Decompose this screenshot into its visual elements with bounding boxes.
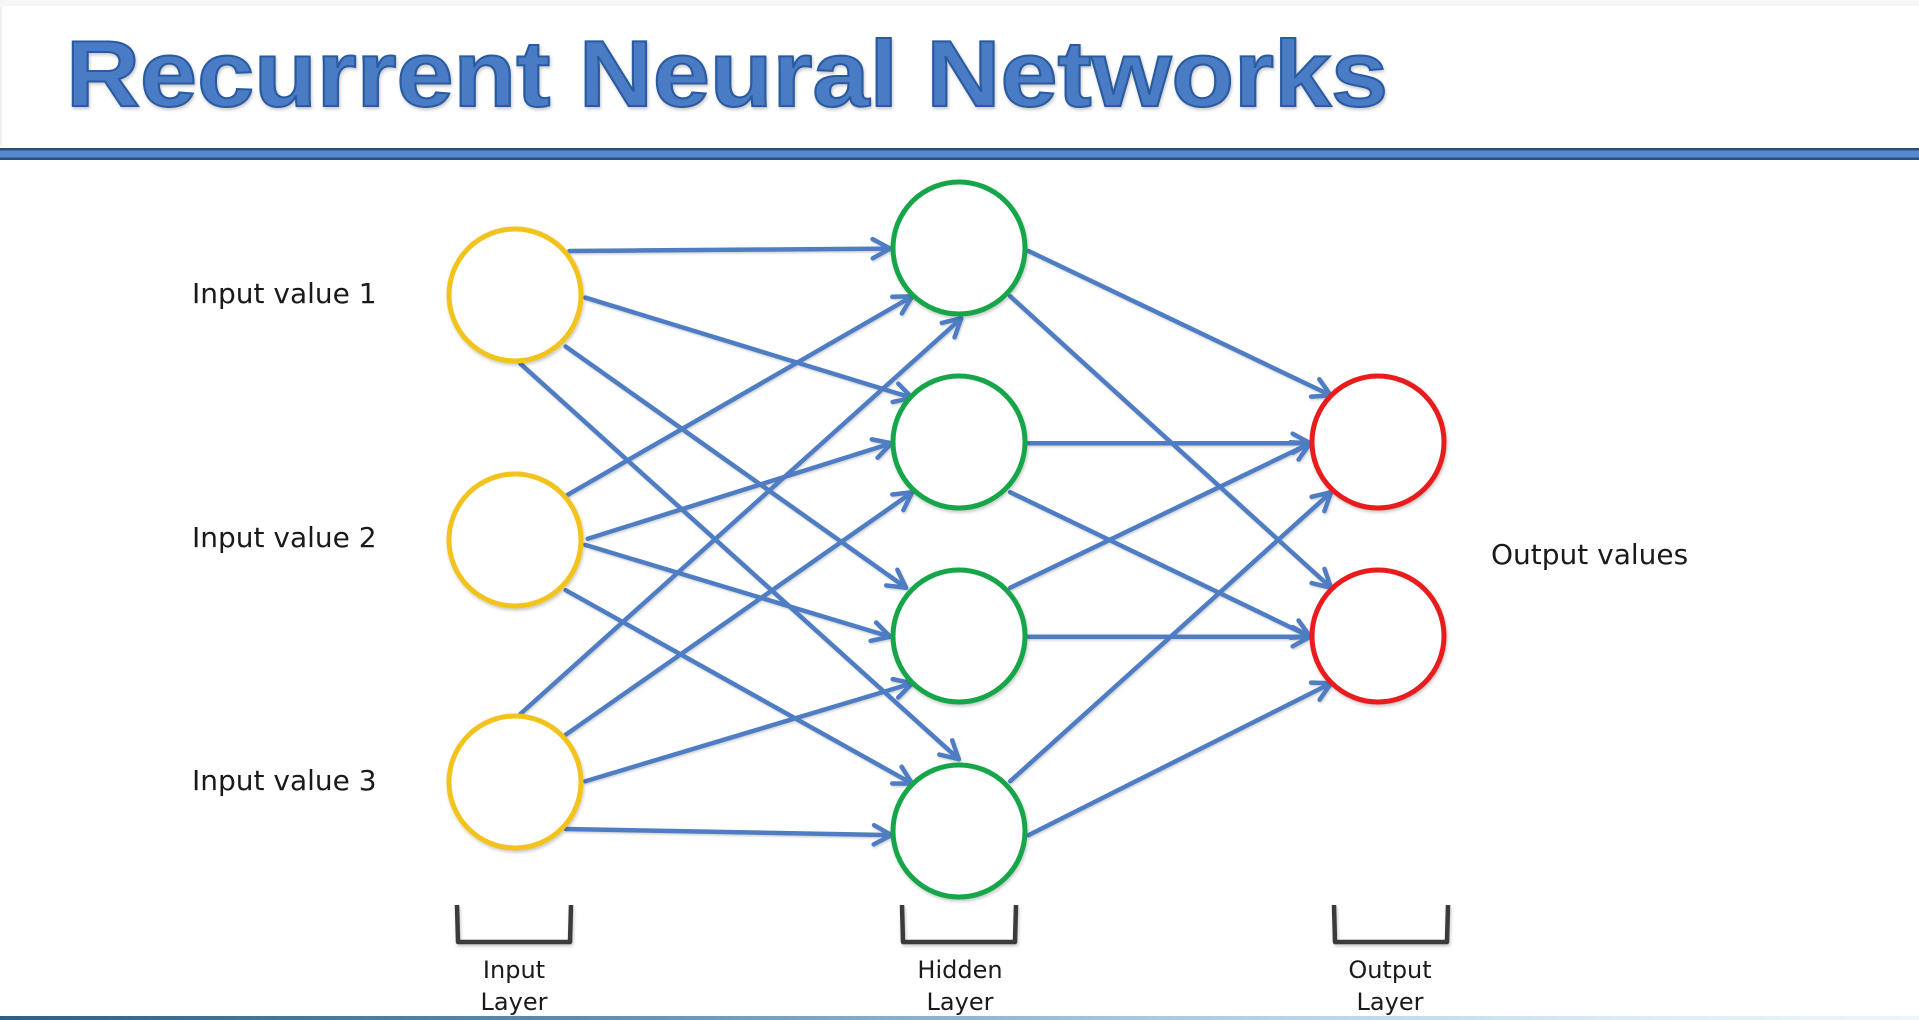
connection-line — [583, 681, 915, 784]
arrowhead-icon — [939, 316, 964, 340]
input-node-2 — [446, 471, 584, 609]
connection-line — [583, 295, 915, 401]
hidden-node-2 — [890, 373, 1028, 511]
connection-input-2-to-hidden-1 — [563, 294, 915, 499]
connection-line — [518, 361, 962, 762]
connection-line — [1007, 441, 1313, 591]
connection-input-3-to-hidden-2 — [563, 489, 915, 737]
connection-hidden-2-to-output-1 — [1026, 431, 1313, 456]
hidden-node-1 — [890, 179, 1028, 317]
connection-line — [563, 826, 894, 838]
nodes — [446, 179, 1447, 900]
arrowhead-icon — [890, 489, 915, 513]
bottom-progress-strip — [0, 1016, 1919, 1020]
connection-line — [1026, 248, 1334, 398]
connection-line — [563, 294, 915, 499]
input-label-2: Input value 2 — [192, 521, 377, 554]
connection-input-1-to-hidden-4 — [518, 361, 962, 762]
connection-hidden-4-to-output-2 — [1026, 680, 1334, 838]
connection-input-3-to-hidden-1 — [518, 316, 964, 717]
connection-line — [1007, 489, 1334, 784]
connection-input-1-to-hidden-2 — [583, 295, 915, 405]
output-node-2 — [1309, 567, 1447, 705]
output-layer-caption-line1: Output — [1348, 956, 1431, 984]
connection-line — [563, 489, 915, 737]
connection-line — [563, 587, 915, 786]
arrowhead-icon — [937, 738, 962, 762]
input-label-1: Input value 1 — [192, 277, 377, 310]
connection-line — [567, 246, 893, 254]
connection-input-3-to-hidden-4 — [563, 822, 894, 847]
divider-inner — [0, 150, 1919, 158]
output-node-1 — [1309, 373, 1447, 511]
connection-line — [518, 316, 964, 717]
title-divider — [0, 148, 1919, 160]
left-border — [0, 6, 2, 146]
input-node-3 — [446, 713, 584, 851]
arrowhead-icon — [868, 620, 893, 644]
connection-input-1-to-hidden-3 — [563, 344, 909, 591]
top-border — [0, 0, 1919, 6]
connection-line — [585, 441, 894, 542]
hidden-layer-bracket — [899, 904, 1019, 945]
connection-hidden-4-to-output-1 — [1007, 489, 1334, 784]
hidden-node-3 — [890, 567, 1028, 705]
input-layer-caption-line1: Input — [483, 956, 545, 984]
connection-input-2-to-hidden-3 — [583, 542, 893, 644]
connection-input-2-to-hidden-2 — [585, 437, 894, 542]
input-layer-caption-line2: Layer — [481, 988, 548, 1016]
hidden-node-4 — [890, 762, 1028, 900]
connection-line — [1026, 681, 1334, 838]
input-layer-bracket — [454, 904, 574, 945]
connection-hidden-1-to-output-1 — [1026, 248, 1334, 399]
arrowhead-icon — [1309, 489, 1334, 514]
connections — [518, 236, 1334, 847]
output-layer-bracket — [1331, 904, 1451, 945]
arrowhead-icon — [884, 567, 909, 591]
output-values-label: Output values — [1491, 538, 1688, 571]
page-title: Recurrent Neural Networks — [66, 21, 1388, 126]
hidden-layer-caption-line2: Layer — [927, 988, 994, 1016]
connection-line — [1007, 489, 1313, 639]
connection-line — [583, 542, 893, 639]
output-layer-caption-line2: Layer — [1357, 988, 1424, 1016]
connection-line — [563, 344, 909, 591]
connection-input-2-to-hidden-4 — [563, 587, 915, 786]
hidden-layer-caption-line1: Hidden — [917, 956, 1002, 984]
connection-input-1-to-hidden-1 — [567, 236, 893, 261]
arrowhead-icon — [870, 236, 893, 261]
input-label-3: Input value 3 — [192, 764, 377, 797]
input-node-1 — [446, 226, 584, 364]
